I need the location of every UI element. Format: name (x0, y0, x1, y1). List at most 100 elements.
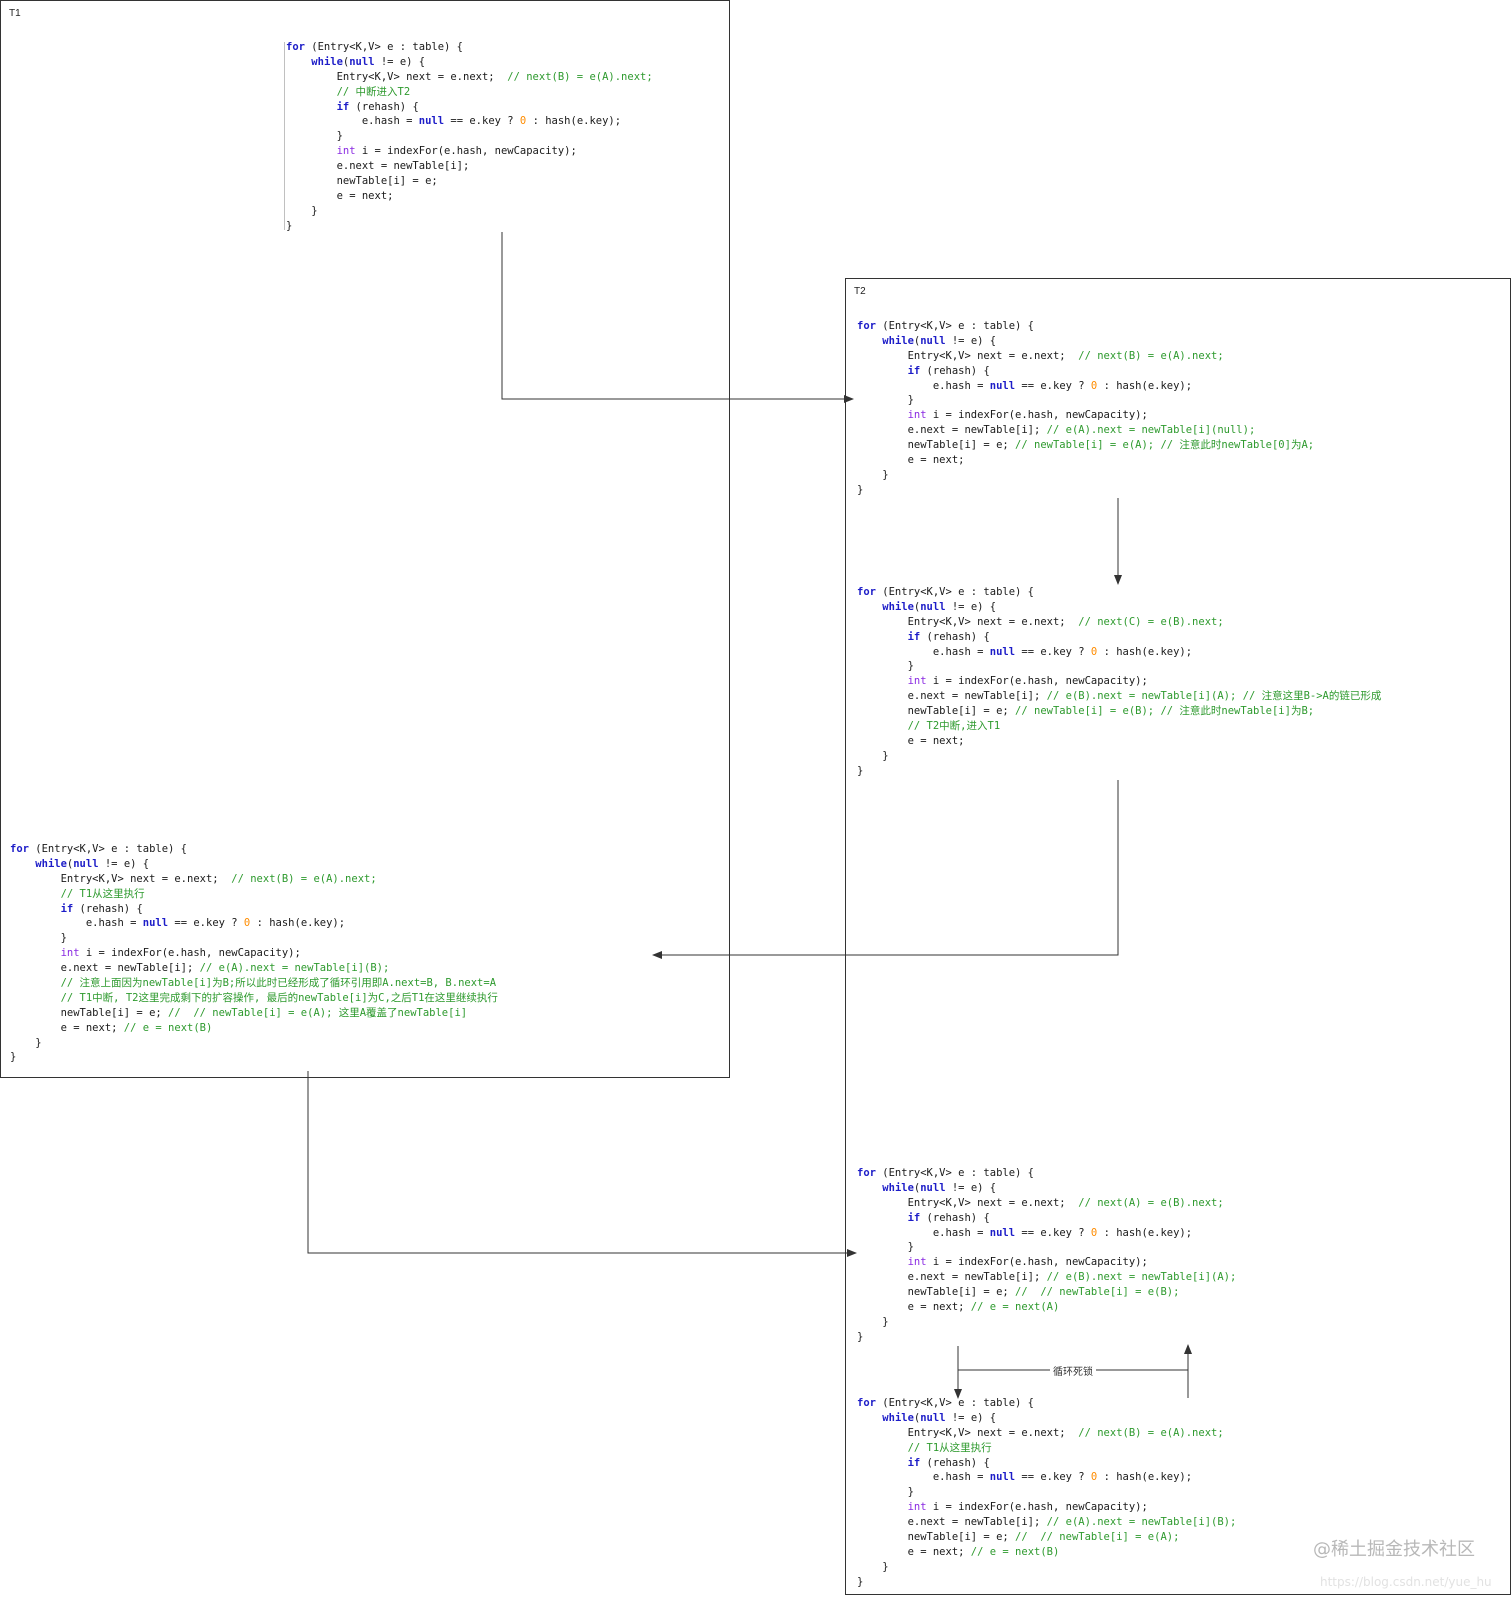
watermark-url: https://blog.csdn.net/yue_hu (1320, 1575, 1492, 1589)
keyword-token: null (920, 600, 946, 613)
keyword-token: for (857, 1397, 876, 1409)
code-token: (Entry<K,V> e : table) { (304, 41, 464, 53)
comment-token: // e(B).next = newTable[i](A); // 注意这里B-… (1046, 690, 1382, 703)
code-token: != e) { (945, 1181, 997, 1194)
code-token: } (857, 1486, 914, 1499)
code-line: e.hash = null == e.key ? 0 : hash(e.key)… (286, 114, 653, 129)
code-line: for (Entry<K,V> e : table) { (857, 1396, 1236, 1411)
keyword-token: if (907, 1211, 921, 1224)
code-block-t2-third: for (Entry<K,V> e : table) { while(null … (857, 1166, 1236, 1345)
code-token: e = next; (286, 189, 394, 202)
code-token: == e.key ? (168, 917, 244, 930)
number-token: 0 (243, 917, 251, 930)
code-line: newTable[i] = e; // // newTable[i] = e(A… (857, 1530, 1236, 1545)
code-line: int i = indexFor(e.hash, newCapacity); (857, 1500, 1236, 1515)
code-line: if (rehash) { (857, 630, 1381, 645)
code-line: } (10, 1036, 498, 1051)
arrow-t2-to-t1 (652, 780, 1119, 959)
code-line: if (rehash) { (857, 1211, 1236, 1226)
keyword-token: null (920, 1181, 946, 1194)
code-line: } (10, 1050, 498, 1065)
code-line: while(null != e) { (10, 857, 498, 872)
comment-token: // e(A).next = newTable[i](B); (199, 962, 390, 975)
code-token: (rehash) { (73, 902, 143, 915)
code-token: } (10, 932, 67, 945)
code-line: } (857, 1485, 1236, 1500)
arrow-t1-to-t2 (501, 232, 854, 403)
type-token: int (907, 409, 927, 422)
code-token: } (286, 204, 318, 217)
panel-title-t1: T1 (9, 8, 21, 19)
code-token: (Entry<K,V> e : table) { (875, 1167, 1035, 1179)
code-token: } (857, 1575, 864, 1588)
keyword-token: null (989, 645, 1016, 658)
code-token: (Entry<K,V> e : table) { (875, 320, 1035, 332)
type-token: int (60, 947, 80, 960)
keyword-token: null (920, 1411, 946, 1424)
code-token: newTable[i] = e; (857, 439, 1016, 452)
code-block-t2-first: for (Entry<K,V> e : table) { while(null … (857, 319, 1314, 498)
code-line: e.next = newTable[i]; // e(A).next = new… (857, 1515, 1237, 1530)
code-token: i = indexFor(e.hash, newCapacity); (926, 675, 1148, 688)
code-line: } (857, 659, 1381, 674)
code-line: newTable[i] = e; (286, 174, 653, 189)
comment-token: // e = next(A) (970, 1301, 1060, 1314)
code-line: int i = indexFor(e.hash, newCapacity); (857, 674, 1381, 689)
code-token: e.hash = (857, 1226, 990, 1239)
keyword-token: null (989, 1226, 1016, 1239)
code-token: e.next = newTable[i]; (286, 160, 470, 173)
code-token: e.next = newTable[i]; (857, 1516, 1047, 1529)
code-line: e = next; (857, 453, 1314, 468)
code-token: } (857, 394, 914, 407)
code-line: e = next; (286, 189, 653, 204)
code-block-t1-top: for (Entry<K,V> e : table) { while(null … (286, 40, 653, 234)
code-token: == e.key ? (1015, 645, 1091, 658)
code-token: == e.key ? (1015, 379, 1091, 392)
code-token: e.hash = (286, 115, 419, 128)
code-line: int i = indexFor(e.hash, newCapacity); (10, 946, 498, 961)
number-token: 0 (1090, 645, 1098, 658)
code-line: Entry<K,V> next = e.next; // next(C) = e… (857, 615, 1381, 630)
code-line: Entry<K,V> next = e.next; // next(A) = e… (857, 1196, 1236, 1211)
code-line: } (857, 1560, 1236, 1575)
comment-token: // next(B) = e(A).next; (507, 70, 653, 83)
code-line: e.next = newTable[i]; // e(B).next = new… (857, 689, 1382, 704)
code-line: for (Entry<K,V> e : table) { (857, 585, 1381, 600)
code-token: Entry<K,V> next = e.next; (857, 1426, 1079, 1439)
code-line: Entry<K,V> next = e.next; // next(B) = e… (286, 70, 653, 85)
panel-t2: T2 (845, 278, 1511, 1595)
comment-token: // 中断进入T2 (336, 85, 411, 98)
code-token: (Entry<K,V> e : table) { (875, 586, 1035, 598)
code-token: e = next; (10, 1021, 124, 1034)
keyword-token: for (286, 41, 305, 53)
code-line: } (286, 219, 653, 234)
code-token: newTable[i] = e; (857, 1286, 1016, 1299)
code-line: } (857, 1330, 1236, 1345)
comment-token: // e(A).next = newTable[i](null); (1046, 424, 1256, 437)
keyword-token: while (882, 1181, 914, 1194)
code-token: Entry<K,V> next = e.next; (286, 70, 508, 83)
comment-token: // // newTable[i] = e(B); (1015, 1286, 1180, 1299)
code-token: != e) { (98, 857, 150, 870)
code-line: } (857, 1575, 1236, 1590)
code-line: } (286, 129, 653, 144)
code-line: e.hash = null == e.key ? 0 : hash(e.key)… (857, 1226, 1236, 1241)
code-token: newTable[i] = e; (857, 1531, 1016, 1544)
keyword-token: if (907, 1456, 921, 1469)
code-line: e.hash = null == e.key ? 0 : hash(e.key)… (10, 916, 498, 931)
comment-token: // next(A) = e(B).next; (1078, 1196, 1224, 1209)
code-line: // T1从这里执行 (857, 1441, 1236, 1456)
number-token: 0 (519, 115, 527, 128)
code-line: while(null != e) { (857, 1411, 1236, 1426)
comment-token: // 注意上面因为newTable[i]为B;所以此时已经形成了循环引用即A.n… (60, 977, 497, 990)
code-token: ( (913, 600, 921, 613)
code-line: // 注意上面因为newTable[i]为B;所以此时已经形成了循环引用即A.n… (10, 976, 498, 991)
keyword-token: while (882, 1411, 914, 1424)
code-token: i = indexFor(e.hash, newCapacity); (926, 1501, 1148, 1514)
code-line: while(null != e) { (857, 334, 1314, 349)
keyword-token: null (920, 334, 946, 347)
code-line: while(null != e) { (286, 55, 653, 70)
code-token: (rehash) { (349, 100, 419, 113)
code-line: e.next = newTable[i]; (286, 159, 653, 174)
code-line: e.next = newTable[i]; // e(A).next = new… (857, 423, 1314, 438)
